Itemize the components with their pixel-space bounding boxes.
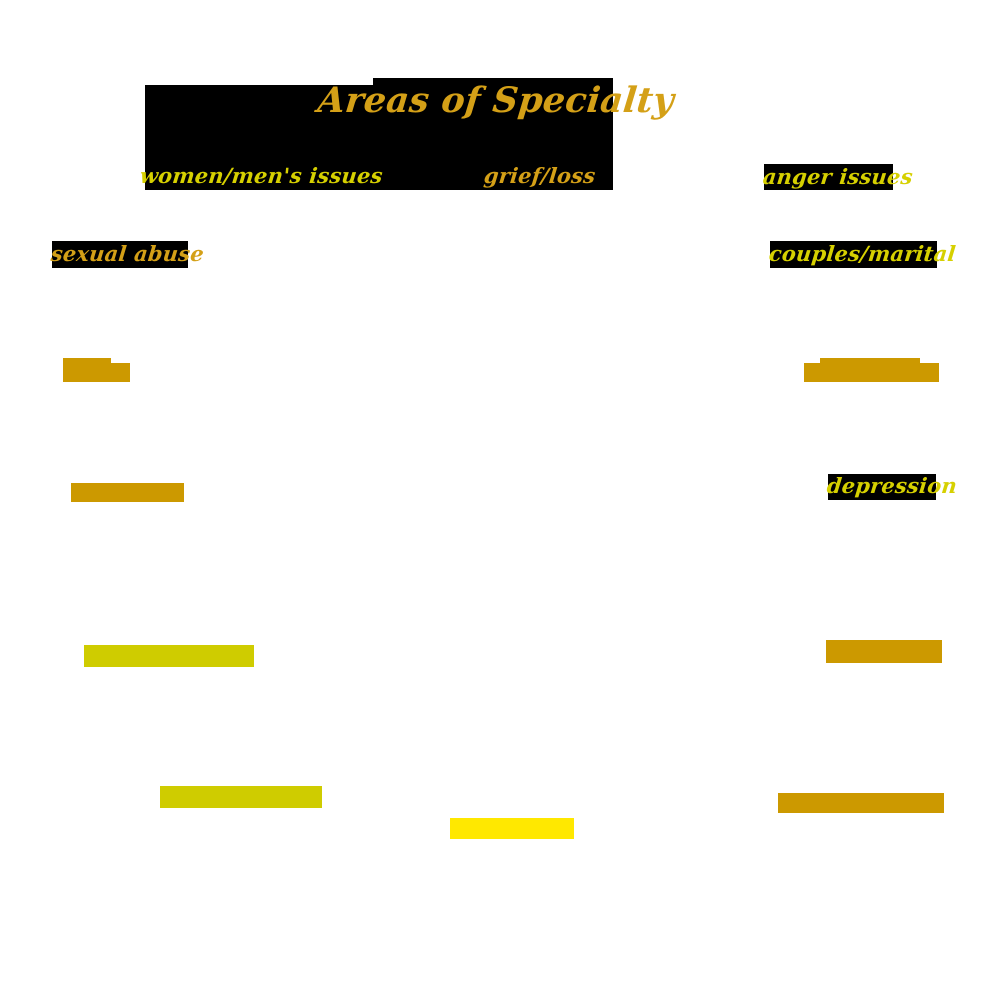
page-title: Areas of Specialty <box>315 80 676 121</box>
sexual-abuse-highlight-panel <box>52 241 188 268</box>
title-highlight-panel <box>145 85 373 190</box>
specialty-label-grief-loss: grief/loss <box>482 163 597 188</box>
specialty-label-womens-mens-issues: women/men's issues <box>138 163 385 188</box>
depression-highlight-panel <box>828 474 936 500</box>
obscured-specialty-bar-8 <box>778 793 944 813</box>
obscured-specialty-bar-2-lip <box>820 358 920 363</box>
obscured-specialty-bar-3 <box>71 483 184 502</box>
couples-marital-highlight-panel <box>770 241 937 268</box>
title-highlight-panel-upper <box>373 78 613 175</box>
obscured-specialty-bar-7 <box>160 786 322 808</box>
obscured-specialty-bar-5 <box>84 645 254 667</box>
specialty-label-anger-issues: anger issues <box>761 164 915 189</box>
grief-loss-highlight-panel <box>373 163 613 190</box>
specialty-label-depression: depression <box>825 473 959 498</box>
obscured-specialty-bar-1 <box>63 358 130 382</box>
obscured-specialty-bar-6 <box>826 640 942 663</box>
obscured-specialty-bar-1-lip <box>63 358 111 363</box>
specialty-label-couples-marital: couples/marital <box>767 241 958 266</box>
obscured-specialty-bar-2 <box>804 358 939 382</box>
specialty-label-sexual-abuse: sexual abuse <box>49 241 206 266</box>
obscured-specialty-bar-9 <box>450 818 574 839</box>
anger-issues-highlight-panel <box>764 164 893 190</box>
